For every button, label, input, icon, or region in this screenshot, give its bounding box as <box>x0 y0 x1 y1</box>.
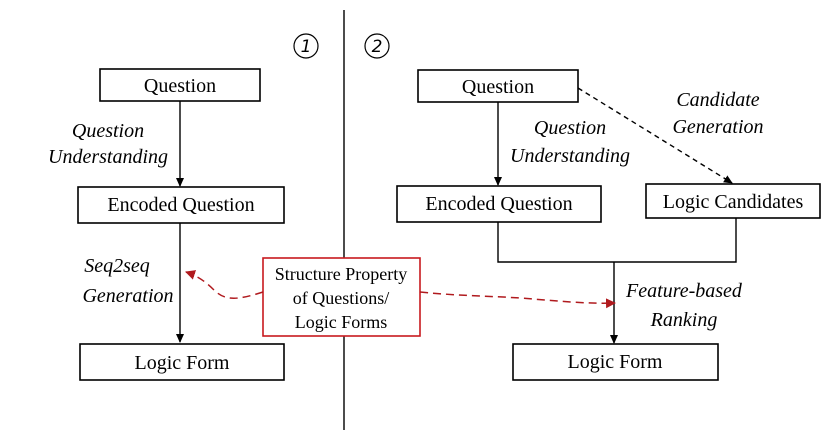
p1-question-label: Question <box>144 75 216 97</box>
p1-encoded-question-label: Encoded Question <box>107 194 254 216</box>
svg-text:2: 2 <box>372 37 383 57</box>
p1-seq2seq-line1: Seq2seq <box>84 255 150 277</box>
p2-question-label: Question <box>462 76 534 98</box>
p1-encoded-question-box <box>77 186 285 224</box>
p1-question-box <box>99 68 261 102</box>
p2-feature-ranking-line2: Ranking <box>650 309 718 331</box>
p2-arrow-candidate-generation <box>577 87 733 184</box>
structure-property-line2: of Questions/ <box>293 288 390 308</box>
structure-property-box <box>262 257 421 337</box>
p2-candidate-generation-line2: Generation <box>672 116 763 138</box>
p1-question-understanding-line1: Question <box>72 120 144 142</box>
p2-encoded-question-label: Encoded Question <box>425 193 572 215</box>
panel-number-2: 2 <box>364 33 390 59</box>
p2-merge-connector <box>497 218 737 263</box>
p2-question-understanding-line1: Question <box>534 117 606 139</box>
panel-number-1: 1 <box>293 33 319 59</box>
structure-property-line1: Structure Property <box>275 264 407 284</box>
red-arrow-to-ranking <box>419 291 616 309</box>
red-arrow-to-seq2seq <box>185 270 264 299</box>
p2-logic-form-label: Logic Form <box>568 351 663 373</box>
svg-text:1: 1 <box>301 37 312 57</box>
p2-question-understanding-line2: Understanding <box>510 145 630 167</box>
p1-logic-form-box <box>79 343 285 381</box>
p1-logic-form-label: Logic Form <box>135 352 230 374</box>
p2-candidate-generation-line1: Candidate <box>676 89 759 111</box>
p2-feature-ranking-line1: Feature-based <box>625 280 743 302</box>
p2-logic-form-box <box>512 343 719 381</box>
p1-seq2seq-line2: Generation <box>82 285 173 307</box>
p2-logic-candidates-box <box>645 183 821 219</box>
p2-logic-candidates-label: Logic Candidates <box>663 191 804 213</box>
p1-question-understanding-line2: Understanding <box>48 146 168 168</box>
structure-property-line3: Logic Forms <box>295 312 388 332</box>
p2-encoded-question-box <box>396 185 602 223</box>
